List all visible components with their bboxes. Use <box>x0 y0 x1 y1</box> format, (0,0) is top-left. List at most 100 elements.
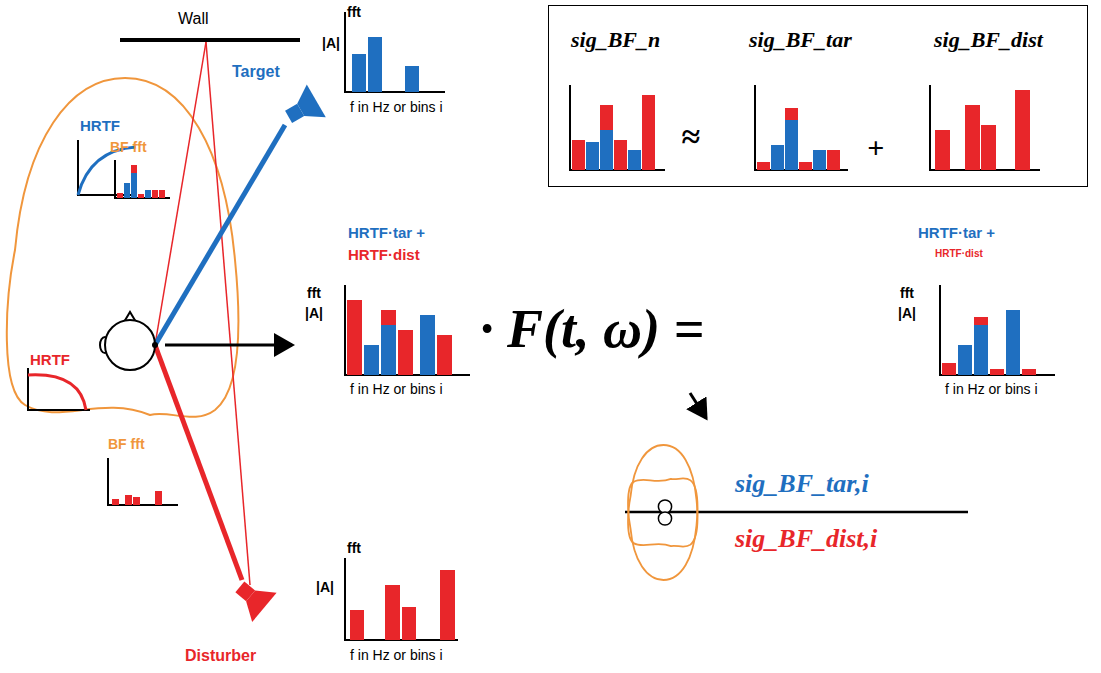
source-label: Disturber <box>185 647 256 665</box>
panel-chart-part <box>935 130 950 170</box>
panel-chart-part <box>614 140 627 170</box>
fft-chart-part <box>345 285 470 375</box>
head-part <box>152 342 158 348</box>
equation-term: sig_BF_n <box>571 28 660 52</box>
sound-path-part <box>155 125 285 345</box>
bf-fft-chart-part <box>155 491 162 505</box>
bf-fft-chart-part <box>131 165 137 173</box>
panel-chart-part <box>757 162 770 170</box>
panel-chart-part <box>600 105 613 130</box>
wall <box>120 40 300 41</box>
hrtf-curve-red-part <box>28 375 86 410</box>
fft-chart-part <box>437 335 452 375</box>
fft-chart-part <box>364 345 379 375</box>
chart-label: BF fft <box>108 437 145 452</box>
head-part <box>105 320 155 370</box>
fft-chart-part <box>958 345 972 375</box>
panel-chart-part <box>628 150 641 170</box>
fft-chart-part <box>940 285 1055 375</box>
bf-fft-chart-part <box>112 499 119 505</box>
panel-chart-part <box>586 142 599 170</box>
axis-label: f in Hz or bins i <box>350 648 443 663</box>
disturber-speaker <box>228 572 277 622</box>
beam-pattern-small-part <box>628 478 698 580</box>
fraction-line <box>625 512 968 513</box>
disturber-speaker-part <box>238 581 276 622</box>
fft-chart-part <box>942 363 956 375</box>
beam-pattern-small <box>628 445 698 547</box>
panel-chart-part <box>930 85 1040 170</box>
bf-fft-chart-part <box>145 190 151 198</box>
bf-fft-chart-part <box>138 194 144 198</box>
axis-label: f in Hz or bins i <box>350 100 443 115</box>
fft-chart-part <box>405 66 419 92</box>
fft-chart-part <box>974 317 988 325</box>
sound-path <box>155 42 285 585</box>
fraction-line-part <box>625 511 968 514</box>
signal-arrow-part <box>690 393 706 418</box>
wall-label: Wall <box>178 10 209 28</box>
equation-term: ≈ <box>681 118 700 155</box>
equation-term: + <box>867 131 884 164</box>
fft-chart <box>345 558 458 640</box>
fft-chart-part <box>420 315 435 375</box>
bf-fft-chart-part <box>159 190 165 198</box>
bf-fft-chart-part <box>117 193 123 198</box>
bf-fft-chart <box>115 160 170 198</box>
fft-chart-part <box>381 310 396 325</box>
chart-label: BF fft <box>110 140 147 155</box>
bf-fft-chart-part <box>124 183 130 198</box>
bf-fft-chart-part <box>152 190 158 198</box>
panel-chart-part <box>572 140 585 170</box>
signal-arrow-part <box>165 344 292 347</box>
panel-chart-part <box>600 130 613 170</box>
fft-chart-part <box>385 585 400 640</box>
equation-panel: sig_BF_n≈sig_BF_tar+sig_BF_dist <box>548 5 1088 187</box>
panel-chart-part <box>642 95 655 170</box>
panel-chart-part <box>1015 90 1030 170</box>
panel-chart-part <box>965 105 980 170</box>
panel-chart-part <box>799 162 812 170</box>
hrtf-label: HRTF <box>30 352 70 369</box>
fft-chart-part <box>1022 369 1036 375</box>
panel-chart-part <box>755 85 848 170</box>
fft-chart-part <box>368 37 382 92</box>
beam-pattern <box>7 78 239 417</box>
axis-label: |A| <box>305 306 323 321</box>
bf-fft-chart-part <box>131 173 137 198</box>
bf-fft-chart-part <box>125 495 132 505</box>
panel-chart-part <box>813 150 826 170</box>
axis-label: fft <box>347 541 361 556</box>
bf-fft-chart-part <box>108 458 178 505</box>
beam-pattern-small <box>628 478 698 580</box>
fft-chart-part <box>1006 310 1020 375</box>
fft-chart <box>345 285 470 375</box>
fft-chart-part <box>990 369 1004 375</box>
fft-chart-part <box>974 325 988 375</box>
fft-chart-part <box>345 12 445 92</box>
signal-label: HRTF·dist <box>348 247 420 264</box>
disturber-beam-label: sig_BF_dist,i <box>735 525 877 554</box>
axis-label: f in Hz or bins i <box>945 382 1038 397</box>
panel-chart-part <box>827 150 840 170</box>
hrtf-label: HRTF <box>80 118 120 135</box>
beam-pattern-small-part <box>628 445 698 547</box>
beam-pattern-part <box>7 78 239 417</box>
target-speaker <box>279 84 326 133</box>
sound-path-part <box>155 345 242 580</box>
beam-pattern-small-part <box>658 500 671 513</box>
filter-equation: · F(t, ω) = <box>480 300 704 359</box>
axis-label: |A| <box>898 306 916 321</box>
fft-chart-part <box>352 54 366 92</box>
signal-label: HRTF·dist <box>935 248 983 259</box>
axis-label: fft <box>347 5 361 20</box>
axis-label: fft <box>307 286 321 301</box>
panel-chart <box>570 85 665 170</box>
fft-chart <box>940 285 1055 375</box>
fft-chart-part <box>440 570 455 640</box>
axis-label: |A| <box>322 36 340 51</box>
fft-chart-part <box>350 610 364 640</box>
fft-chart-part <box>402 607 416 640</box>
axis-label: |A| <box>316 580 334 595</box>
source-label: Target <box>232 63 280 81</box>
